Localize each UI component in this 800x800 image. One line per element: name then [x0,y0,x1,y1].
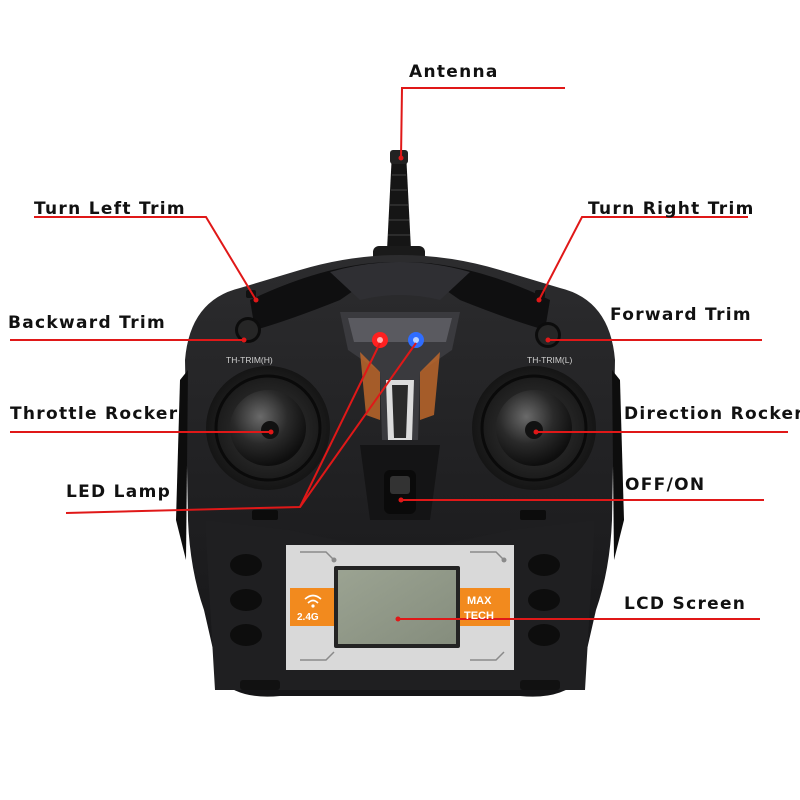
backward-trim-label: Backward Trim [8,313,167,333]
led-lamp-callout-line-blue [299,342,417,508]
backward-trim-button[interactable] [235,317,261,343]
antenna [373,150,425,266]
brand-line1: MAX [467,595,492,607]
band-label: 2.4G [297,612,319,623]
center-spine [340,312,460,520]
turn-left-trim-callout-line [34,216,257,301]
turn-left-trim-label: Turn Left Trim [34,199,186,219]
brand-line2: TECH [464,610,494,622]
off-on-label: OFF/ON [625,475,706,495]
lcd-screen [338,570,456,644]
turn-right-trim-label: Turn Right Trim [588,199,755,219]
trim-h-label: TH-TRIM(H) [226,355,273,365]
antenna-label: Antenna [409,62,499,82]
throttle-stick[interactable] [206,366,330,490]
forward-trim-label: Forward Trim [610,305,752,325]
turn-right-trim-callout-line [538,216,748,301]
forward-trim-button[interactable] [535,322,561,348]
direction-trim-slider[interactable] [520,510,546,520]
trim-l-label: TH-TRIM(L) [527,355,572,365]
right-side-buttons[interactable] [528,554,560,646]
direction-stick[interactable] [472,366,596,490]
led-lamp-label: LED Lamp [66,482,172,502]
throttle-trim-slider[interactable] [252,510,278,520]
direction-rocker-label: Direction Rocker [624,404,800,424]
throttle-rocker-label: Throttle Rocker [10,404,179,424]
callout-lines [10,87,788,620]
display-panel [286,545,514,670]
antenna-callout-line [400,87,565,159]
left-side-buttons[interactable] [230,554,262,646]
lcd-screen-label: LCD Screen [624,594,747,614]
